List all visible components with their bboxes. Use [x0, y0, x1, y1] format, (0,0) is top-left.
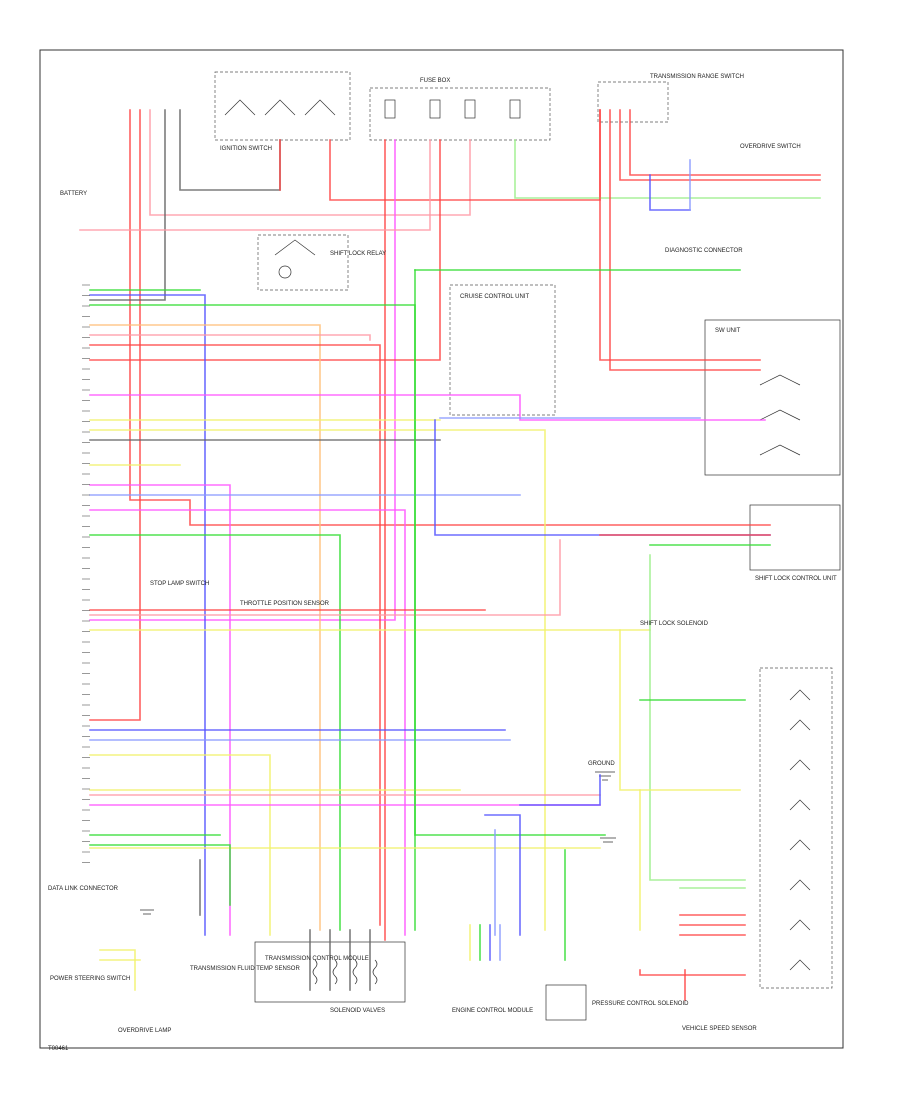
sw-unit-contacts [759, 374, 801, 456]
shift-lock-unit-box [749, 504, 841, 571]
wire-magenta [89, 139, 396, 621]
wire-red [619, 109, 821, 181]
label-cruise-ctrl: CRUISE CONTROL UNIT [460, 294, 529, 300]
fuse-symbols [384, 99, 521, 119]
diagram-frame [39, 49, 844, 1049]
wire-red [639, 969, 746, 976]
label-shift-lock-unit: SHIFT LOCK CONTROL UNIT [755, 576, 837, 582]
fuse-box [369, 87, 551, 141]
wire-yellow [89, 429, 546, 931]
wire-gray [89, 109, 166, 301]
wire-pink [89, 334, 371, 341]
label-diag-connector: DIAGNOSTIC CONNECTOR [665, 248, 743, 254]
wire-magenta [89, 509, 406, 936]
wire-orange [89, 324, 321, 931]
ignition-switch-box [214, 71, 351, 141]
wire-red [609, 109, 761, 371]
wire-green [414, 269, 606, 836]
wire-blue [519, 774, 601, 806]
wire-pink [149, 109, 471, 216]
wire-yellow [619, 629, 741, 791]
label-data-link: DATA LINK CONNECTOR [48, 886, 119, 892]
label-tcm: TRANSMISSION CONTROL MODULE [265, 956, 369, 962]
cruise-ctrl-box [449, 284, 556, 416]
label-ground: GROUND [588, 761, 615, 767]
label-shift-lock-solenoid: SHIFT LOCK SOLENOID [640, 621, 709, 627]
wire-red [89, 344, 381, 926]
label-shift-lock-relay: SHIFT LOCK RELAY [330, 251, 386, 257]
label-battery: BATTERY [60, 191, 87, 197]
wire-blue [649, 174, 691, 211]
connector-pins [82, 284, 90, 863]
wire-lightgreen [649, 554, 746, 881]
wire-yellow [89, 754, 271, 936]
label-stop-lamp: STOP LAMP SWITCH [150, 581, 209, 587]
shift-lock-relay-symbol [257, 234, 349, 291]
label-ignition-switch: IGNITION SWITCH [220, 146, 272, 152]
wire-green [89, 534, 341, 931]
ignition-contacts [224, 99, 336, 116]
wire-magenta [89, 394, 766, 421]
wire-red [89, 139, 441, 361]
label-solenoids: SOLENOID VALVES [330, 1008, 385, 1014]
wire-lightgreen [514, 139, 821, 199]
label-speed-sensor: VEHICLE SPEED SENSOR [682, 1026, 757, 1032]
ground-symbols [140, 771, 616, 915]
wire-blue [434, 419, 771, 536]
wire-blue [484, 814, 521, 936]
wire-group [79, 109, 821, 1001]
label-trans-range-switch: TRANSMISSION RANGE SWITCH [650, 74, 744, 80]
wire-yellow [99, 949, 136, 991]
label-overdrive-lamp: OVERDRIVE LAMP [118, 1028, 171, 1034]
wire-pink [89, 539, 561, 616]
wire-green [89, 844, 231, 906]
label-fuse-box: FUSE BOX [420, 78, 450, 84]
label-ecm: ENGINE CONTROL MODULE [452, 1008, 533, 1014]
label-overdrive-switch: OVERDRIVE SWITCH [740, 144, 801, 150]
label-power-steering: POWER STEERING SWITCH [50, 976, 130, 982]
wire-red [89, 109, 141, 721]
wire-pink [79, 139, 431, 231]
trans-range-box [597, 81, 669, 123]
wire-blue [89, 294, 206, 936]
label-throttle-sensor: THROTTLE POSITION SENSOR [240, 601, 330, 607]
tcm-connector-box [759, 667, 833, 989]
sw-unit-box [704, 319, 841, 476]
label-sw-unit: SW UNIT [715, 328, 741, 334]
wire-red [599, 109, 761, 361]
footer-code: T00461 [48, 1046, 69, 1052]
ecm-box [545, 984, 587, 1021]
wire-magenta [89, 484, 231, 936]
wire-red [629, 109, 821, 176]
label-trans-fluid-temp: TRANSMISSION FLUID TEMP SENSOR [190, 966, 300, 972]
wire-red [129, 109, 771, 526]
tcm-range-contacts [789, 689, 811, 971]
label-pressure-control: PRESSURE CONTROL SOLENOID [592, 1001, 689, 1007]
wire-red [329, 109, 601, 201]
solenoid-symbols [312, 959, 378, 985]
wire-green [89, 304, 416, 931]
